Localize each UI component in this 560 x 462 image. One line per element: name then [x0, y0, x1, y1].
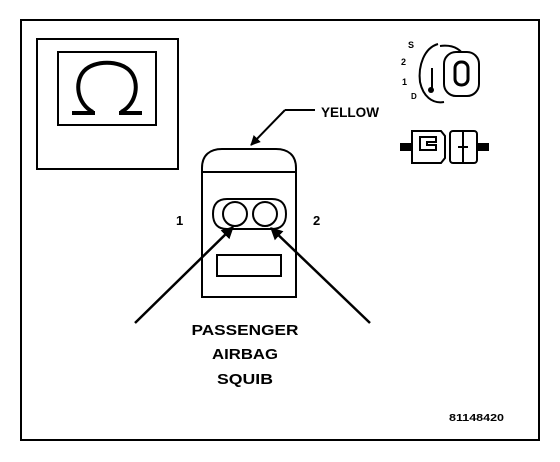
- component-label-line2: AIRBAG: [212, 346, 278, 363]
- figure-id: 81148420: [449, 413, 505, 424]
- terminal-1: [222, 201, 248, 227]
- figure-border: [20, 19, 540, 441]
- pin-1-label: 1: [176, 213, 183, 228]
- probe-arrow-1: [134, 226, 234, 324]
- disconnected-connector-icon: [400, 130, 489, 164]
- probe-arrow-2: [270, 227, 371, 324]
- component-label-line3: SQUIB: [217, 371, 273, 388]
- connector-latch: [216, 254, 282, 277]
- wire-color-label: YELLOW: [321, 104, 380, 120]
- ohmmeter-icon: [36, 38, 179, 170]
- ignition-pos-2: 2: [401, 57, 406, 67]
- wire-color-callout: YELLOW: [250, 104, 380, 146]
- component-label-line1: PASSENGER: [192, 322, 299, 339]
- squib-connector: [201, 148, 297, 298]
- ignition-pos-s: S: [408, 40, 414, 50]
- ignition-key-icon: S 2 1 D: [401, 40, 480, 104]
- terminal-2: [252, 201, 278, 227]
- ignition-pos-1: 1: [402, 77, 407, 87]
- ignition-pos-d: D: [411, 92, 417, 101]
- pin-2-label: 2: [313, 213, 320, 228]
